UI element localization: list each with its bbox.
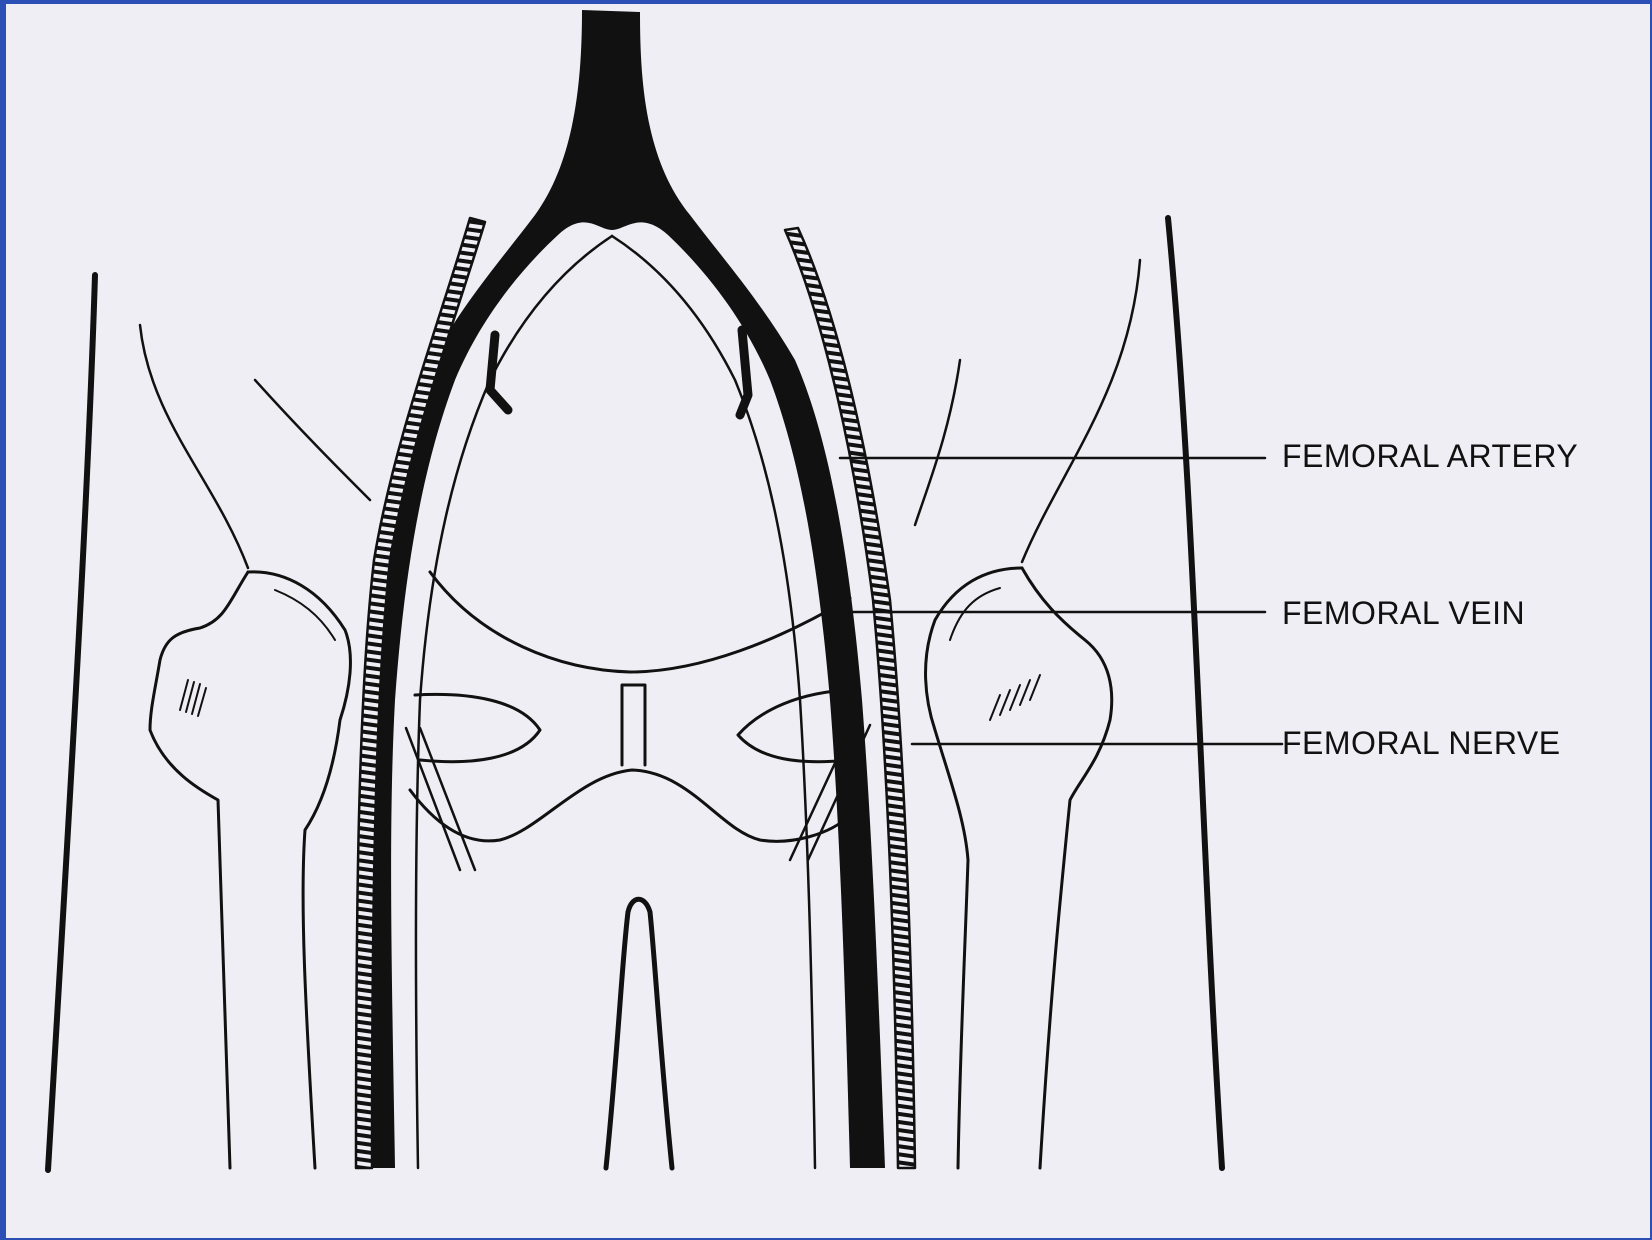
left-trochanter	[150, 572, 248, 1168]
femoral-artery-label: FEMORAL ARTERY	[1282, 440, 1578, 472]
left-hatch-marks	[180, 680, 206, 716]
femoral-vein-label: FEMORAL VEIN	[1282, 597, 1525, 629]
right-branch-stub	[740, 330, 748, 415]
right-hatch-marks	[990, 675, 1040, 720]
pubic-arch-lower	[410, 770, 850, 841]
left-branch-stub	[490, 335, 508, 410]
right-inner-curve	[915, 360, 960, 525]
pubic-symphysis	[622, 685, 645, 765]
left-hip-curve	[140, 325, 248, 568]
right-trochanter	[1022, 568, 1112, 1168]
left-obturator	[415, 694, 540, 761]
left-femur-head	[248, 572, 350, 1168]
right-leg-outline	[1168, 218, 1222, 1168]
left-leg-outline	[48, 275, 95, 1170]
left-inner-curve	[255, 380, 370, 500]
right-femur-head	[926, 568, 1022, 1168]
femoral-nerve-label: FEMORAL NERVE	[1282, 727, 1561, 759]
left-head-inner	[275, 590, 335, 640]
right-head-inner	[950, 588, 1000, 640]
right-hip-curve	[1022, 260, 1140, 562]
groin-shape	[606, 899, 672, 1168]
